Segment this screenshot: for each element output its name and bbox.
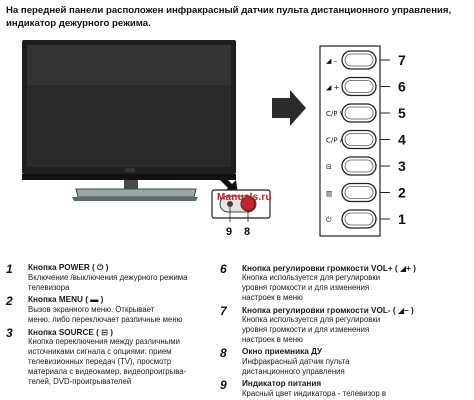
tv-neck bbox=[124, 180, 138, 190]
ch-up-icon: C/P Λ bbox=[326, 137, 345, 145]
panel-callout-number: 4 bbox=[398, 132, 406, 148]
legend-title: Кнопка регулировки громкости VOL+ ( ◢+ ) bbox=[242, 264, 416, 273]
legend-num: 1 bbox=[6, 262, 13, 276]
legend-item-vol-down: 7 Кнопка регулировки громкости VOL- ( ◢–… bbox=[220, 304, 470, 344]
legend-item-menu: 2 Кнопка MENU ( ▬ ) Вызов экранного меню… bbox=[6, 294, 206, 324]
legend-title: Окно приемника ДУ bbox=[242, 347, 323, 356]
arrow-down-icon bbox=[218, 174, 238, 194]
legend-desc: Кнопка используется для регулировки уров… bbox=[242, 273, 381, 302]
legend-num: 7 bbox=[220, 304, 227, 318]
ch-down-icon: C/P V bbox=[326, 110, 345, 118]
legend-title: Кнопка регулировки громкости VOL- ( ◢– ) bbox=[242, 306, 414, 315]
legend-item-power-led: 9 Индикатор питания Красный цвет индикат… bbox=[220, 378, 470, 400]
arrow-right-icon bbox=[272, 90, 306, 126]
legend-num: 9 bbox=[220, 378, 227, 392]
panel-button-inner bbox=[344, 80, 374, 93]
legend-num: 3 bbox=[6, 326, 13, 340]
panel-button-shape bbox=[341, 182, 377, 203]
power-icon: ⏻ bbox=[326, 216, 332, 224]
source-icon: ⊟ bbox=[326, 163, 332, 171]
panel-callout-number: 6 bbox=[398, 79, 406, 95]
indicator-led bbox=[227, 201, 233, 207]
menu-icon: ▥ bbox=[326, 190, 333, 198]
panel-button-inner bbox=[344, 186, 374, 199]
legend-title: Кнопка POWER ( ⏻ ) bbox=[28, 263, 109, 272]
panel-button-3: ⊟3 bbox=[326, 156, 406, 176]
callout-8: 8 bbox=[244, 226, 250, 238]
vol-up-icon: ◢ + bbox=[326, 84, 340, 92]
tv-illustration: 9 8 bbox=[22, 40, 306, 238]
panel-button-inner bbox=[344, 133, 374, 146]
panel-button-shape bbox=[341, 50, 377, 70]
panel-button-4: C/P Λ 4 bbox=[326, 129, 406, 150]
panel-button-2: ▥2 bbox=[326, 182, 406, 203]
legend-title: Кнопка MENU ( ▬ ) bbox=[28, 295, 104, 304]
panel-button-7: ◢ – 7 bbox=[326, 50, 406, 70]
tv-stand bbox=[75, 188, 197, 198]
legend-item-source: 3 Кнопка SOURCE ( ⊟ ) Кнопка переключени… bbox=[6, 326, 206, 392]
panel-callout-number: 5 bbox=[398, 105, 406, 121]
panel-button-inner bbox=[344, 53, 374, 67]
panel-callout-number: 2 bbox=[398, 185, 406, 201]
legend-title: Индикатор питания bbox=[242, 379, 322, 388]
legend-item-ir-receiver: 8 Окно приемника ДУ Инфракрасный датчик … bbox=[220, 346, 470, 376]
panel-callout-number: 3 bbox=[398, 158, 406, 174]
vol-down-icon: ◢ – bbox=[326, 57, 338, 65]
legend-item-power: 1 Кнопка POWER ( ⏻ ) Включение /выключен… bbox=[6, 262, 206, 292]
legend-desc: Вызов экранного меню. Открывает меню, ли… bbox=[28, 305, 183, 324]
panel-button-shape bbox=[341, 209, 377, 229]
panel-callout-number: 1 bbox=[398, 211, 406, 227]
panel-button-shape bbox=[341, 156, 377, 176]
intro-text: На передней панели расположен инфракрасн… bbox=[6, 5, 452, 29]
legend-item-vol-up: 6 Кнопка регулировки громкости VOL+ ( ◢+… bbox=[220, 262, 470, 302]
legend-num: 2 bbox=[6, 294, 13, 308]
panel-button-inner bbox=[344, 212, 374, 226]
legend-desc: Красный цвет индикатора - телевизор в bbox=[242, 389, 387, 398]
legend-desc: Инфракрасный датчик пульта дистанционног… bbox=[242, 357, 350, 376]
panel-button-6: ◢ + 6 bbox=[326, 76, 406, 97]
watermark: Manuals.ru bbox=[217, 192, 272, 203]
callout-9: 9 bbox=[226, 226, 232, 238]
panel-button-inner bbox=[344, 159, 374, 173]
panel-button-shape bbox=[341, 129, 377, 150]
legend-desc: Кнопка используется для регулировки уров… bbox=[242, 315, 381, 344]
panel-button-5: C/P V 5 bbox=[326, 103, 406, 123]
legend-title: Кнопка SOURCE ( ⊟ ) bbox=[28, 328, 113, 337]
legend-num: 6 bbox=[220, 262, 227, 276]
legend-desc: Кнопка переключения между различными ист… bbox=[28, 337, 187, 386]
panel-callout-number: 7 bbox=[398, 52, 406, 68]
legend-num: 8 bbox=[220, 346, 227, 360]
legend-list: 1 Кнопка POWER ( ⏻ ) Включение /выключен… bbox=[0, 262, 474, 400]
legend-desc: Включение /выключения дежурного режима т… bbox=[28, 273, 188, 292]
panel-button-shape bbox=[341, 103, 377, 123]
panel-button-shape bbox=[341, 76, 377, 97]
panel-button-inner bbox=[344, 106, 374, 120]
panel-button-1: ⏻1 bbox=[326, 209, 406, 229]
